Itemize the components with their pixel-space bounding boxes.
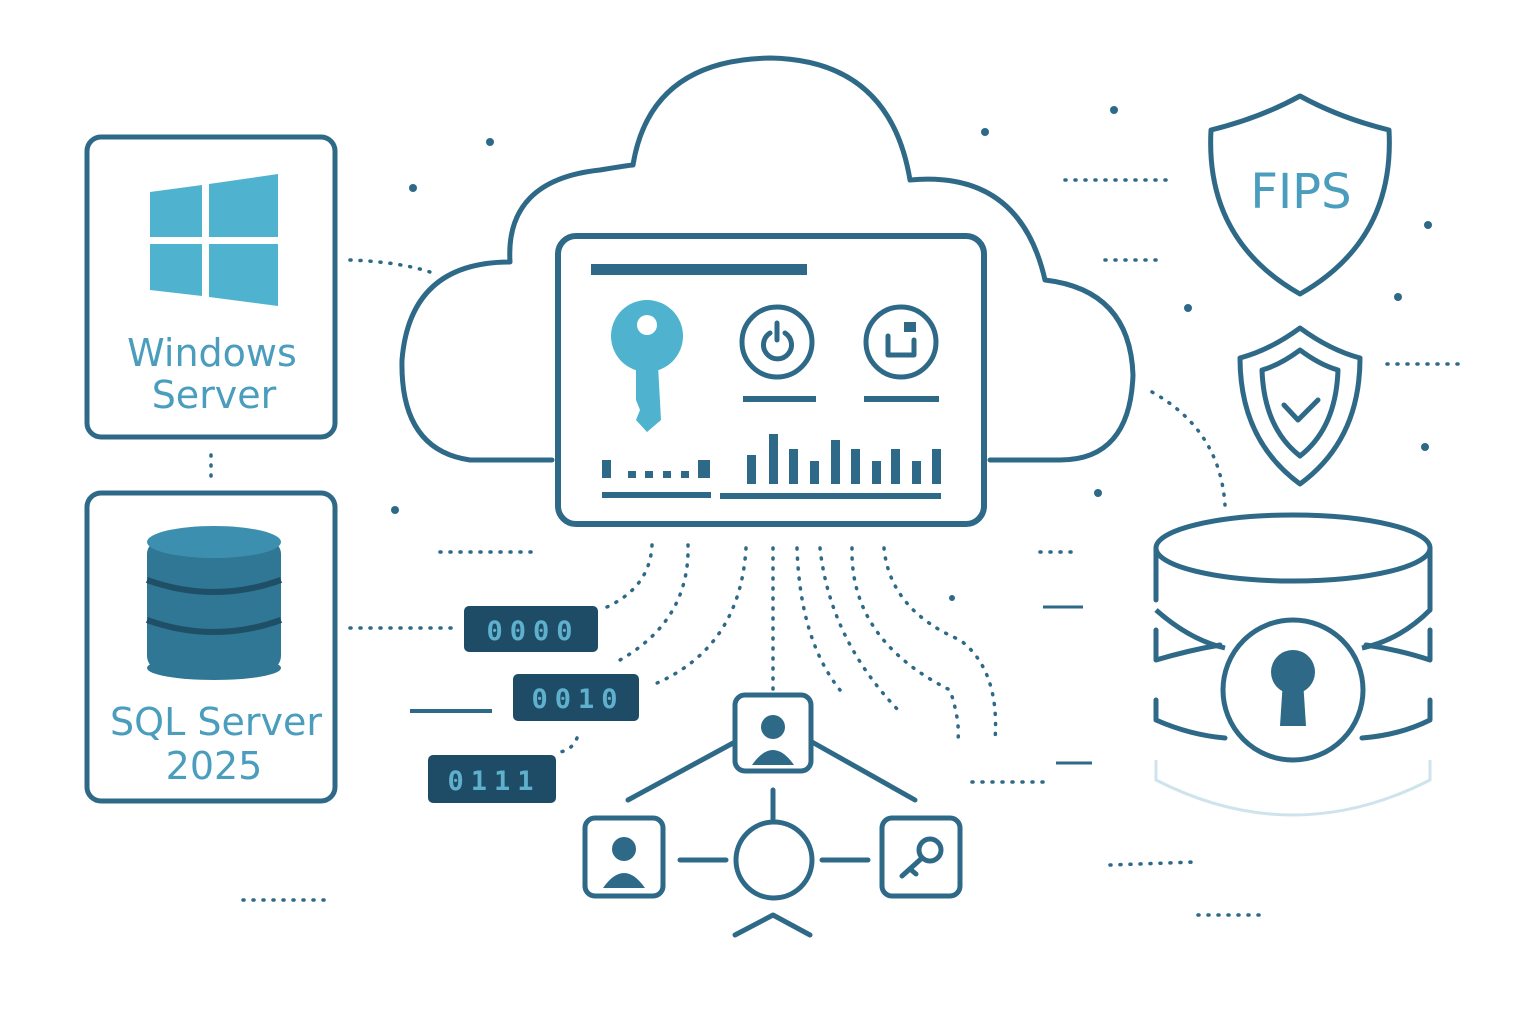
user-icon [582, 815, 666, 899]
database-icon [145, 526, 283, 680]
data-flow-lines [558, 543, 998, 754]
shield-check-icon [1237, 325, 1363, 487]
binary-tag: 0010 [513, 674, 639, 721]
windows-label-line1: Windows [127, 331, 297, 375]
keyhole-icon [1271, 650, 1315, 726]
title-bar-placeholder [591, 264, 807, 275]
sql-label-line2: 2025 [166, 744, 263, 788]
decorative-dots [391, 106, 1432, 601]
fips-label: FIPS [1250, 164, 1351, 220]
hub-node-icon [733, 819, 815, 901]
windows-server-card: Windows Server [84, 134, 338, 440]
right-connectors [970, 178, 1467, 917]
power-icon [739, 304, 815, 380]
svg-text:0111: 0111 [447, 766, 540, 797]
key-icon [611, 300, 683, 432]
user-network [582, 692, 963, 938]
dashboard-panel [555, 233, 987, 527]
windows-label-line2: Server [152, 373, 277, 417]
connector [348, 258, 432, 274]
key-node-icon [879, 815, 963, 899]
encrypted-database-icon [1153, 512, 1433, 817]
fips-shield: FIPS [1208, 93, 1392, 297]
binary-tag: 0000 [464, 606, 598, 652]
restart-icon [863, 304, 939, 380]
svg-text:0010: 0010 [531, 684, 624, 715]
windows-logo-icon [150, 174, 278, 306]
mini-chart [602, 434, 941, 499]
cloud-icon [399, 55, 1136, 463]
user-icon [732, 692, 814, 774]
sql-label-line1: SQL Server [110, 700, 322, 744]
svg-text:0000: 0000 [486, 616, 579, 647]
sql-server-card: SQL Server 2025 [84, 490, 338, 804]
binary-tag: 0111 [428, 755, 556, 803]
